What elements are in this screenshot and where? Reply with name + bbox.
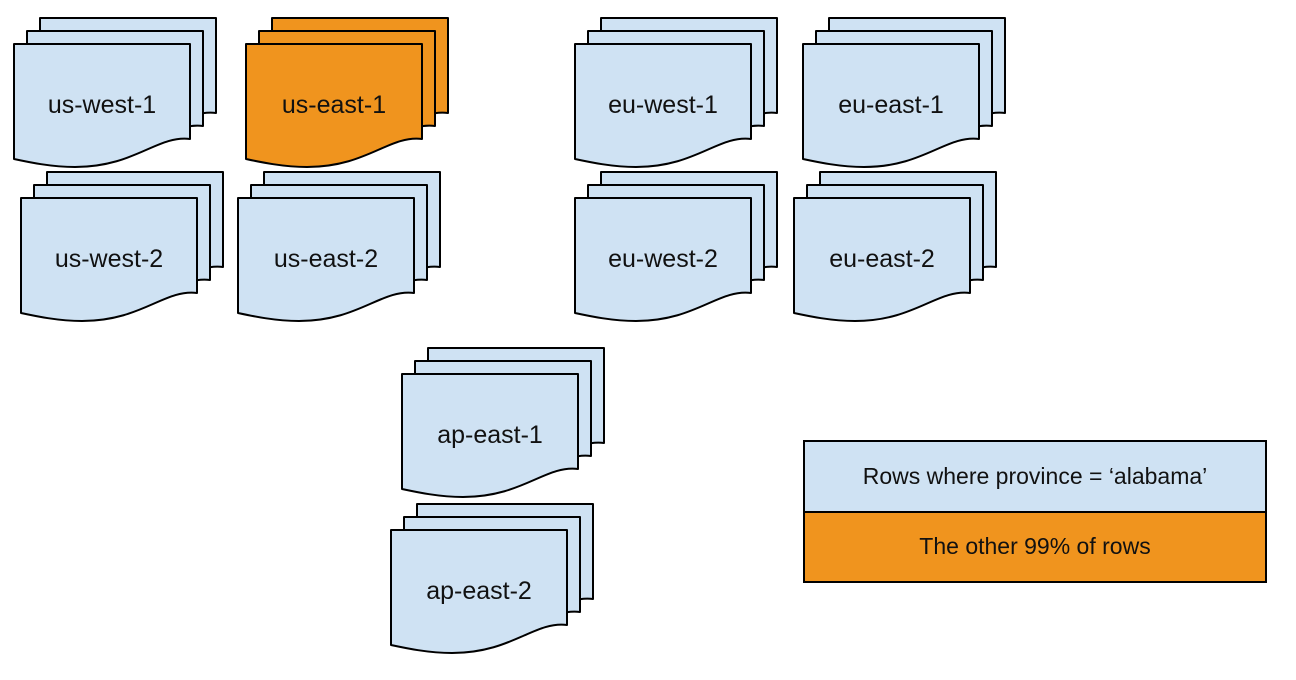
legend-item-other-rows: The other 99% of rows xyxy=(805,510,1265,581)
stacked-documents-shape xyxy=(237,171,441,322)
stacked-documents-shape xyxy=(13,17,217,168)
document-sheet-front xyxy=(574,43,752,168)
document-sheet-front xyxy=(13,43,191,168)
stacked-documents-shape xyxy=(574,171,778,322)
document-sheet-front xyxy=(245,43,423,168)
stack-us-west-1: us-west-1 xyxy=(13,17,219,170)
document-sheet-front xyxy=(401,373,579,498)
stacked-documents-shape xyxy=(793,171,997,322)
document-sheet-front xyxy=(237,197,415,322)
stack-us-east-2: us-east-2 xyxy=(237,171,443,324)
stacked-documents-shape xyxy=(245,17,449,168)
legend-item-alabama-rows: Rows where province = ‘alabama’ xyxy=(805,442,1265,511)
stack-eu-west-1: eu-west-1 xyxy=(574,17,780,170)
document-sheet-front xyxy=(20,197,198,322)
stack-ap-east-1: ap-east-1 xyxy=(401,347,607,500)
stack-eu-west-2: eu-west-2 xyxy=(574,171,780,324)
stack-us-east-1: us-east-1 xyxy=(245,17,451,170)
stack-eu-east-1: eu-east-1 xyxy=(802,17,1008,170)
stacked-documents-shape xyxy=(802,17,1006,168)
document-sheet-front xyxy=(574,197,752,322)
legend-table: Rows where province = ‘alabama’ The othe… xyxy=(803,440,1267,583)
legend-label: The other 99% of rows xyxy=(919,533,1151,560)
document-sheet-front xyxy=(802,43,980,168)
document-sheet-front xyxy=(793,197,971,322)
stacked-documents-shape xyxy=(390,503,594,654)
stack-us-west-2: us-west-2 xyxy=(20,171,226,324)
document-sheet-front xyxy=(390,529,568,654)
stack-eu-east-2: eu-east-2 xyxy=(793,171,999,324)
legend-label: Rows where province = ‘alabama’ xyxy=(862,462,1208,489)
stack-ap-east-2: ap-east-2 xyxy=(390,503,596,656)
stacked-documents-shape xyxy=(574,17,778,168)
stacked-documents-shape xyxy=(401,347,605,498)
stacked-documents-shape xyxy=(20,171,224,322)
